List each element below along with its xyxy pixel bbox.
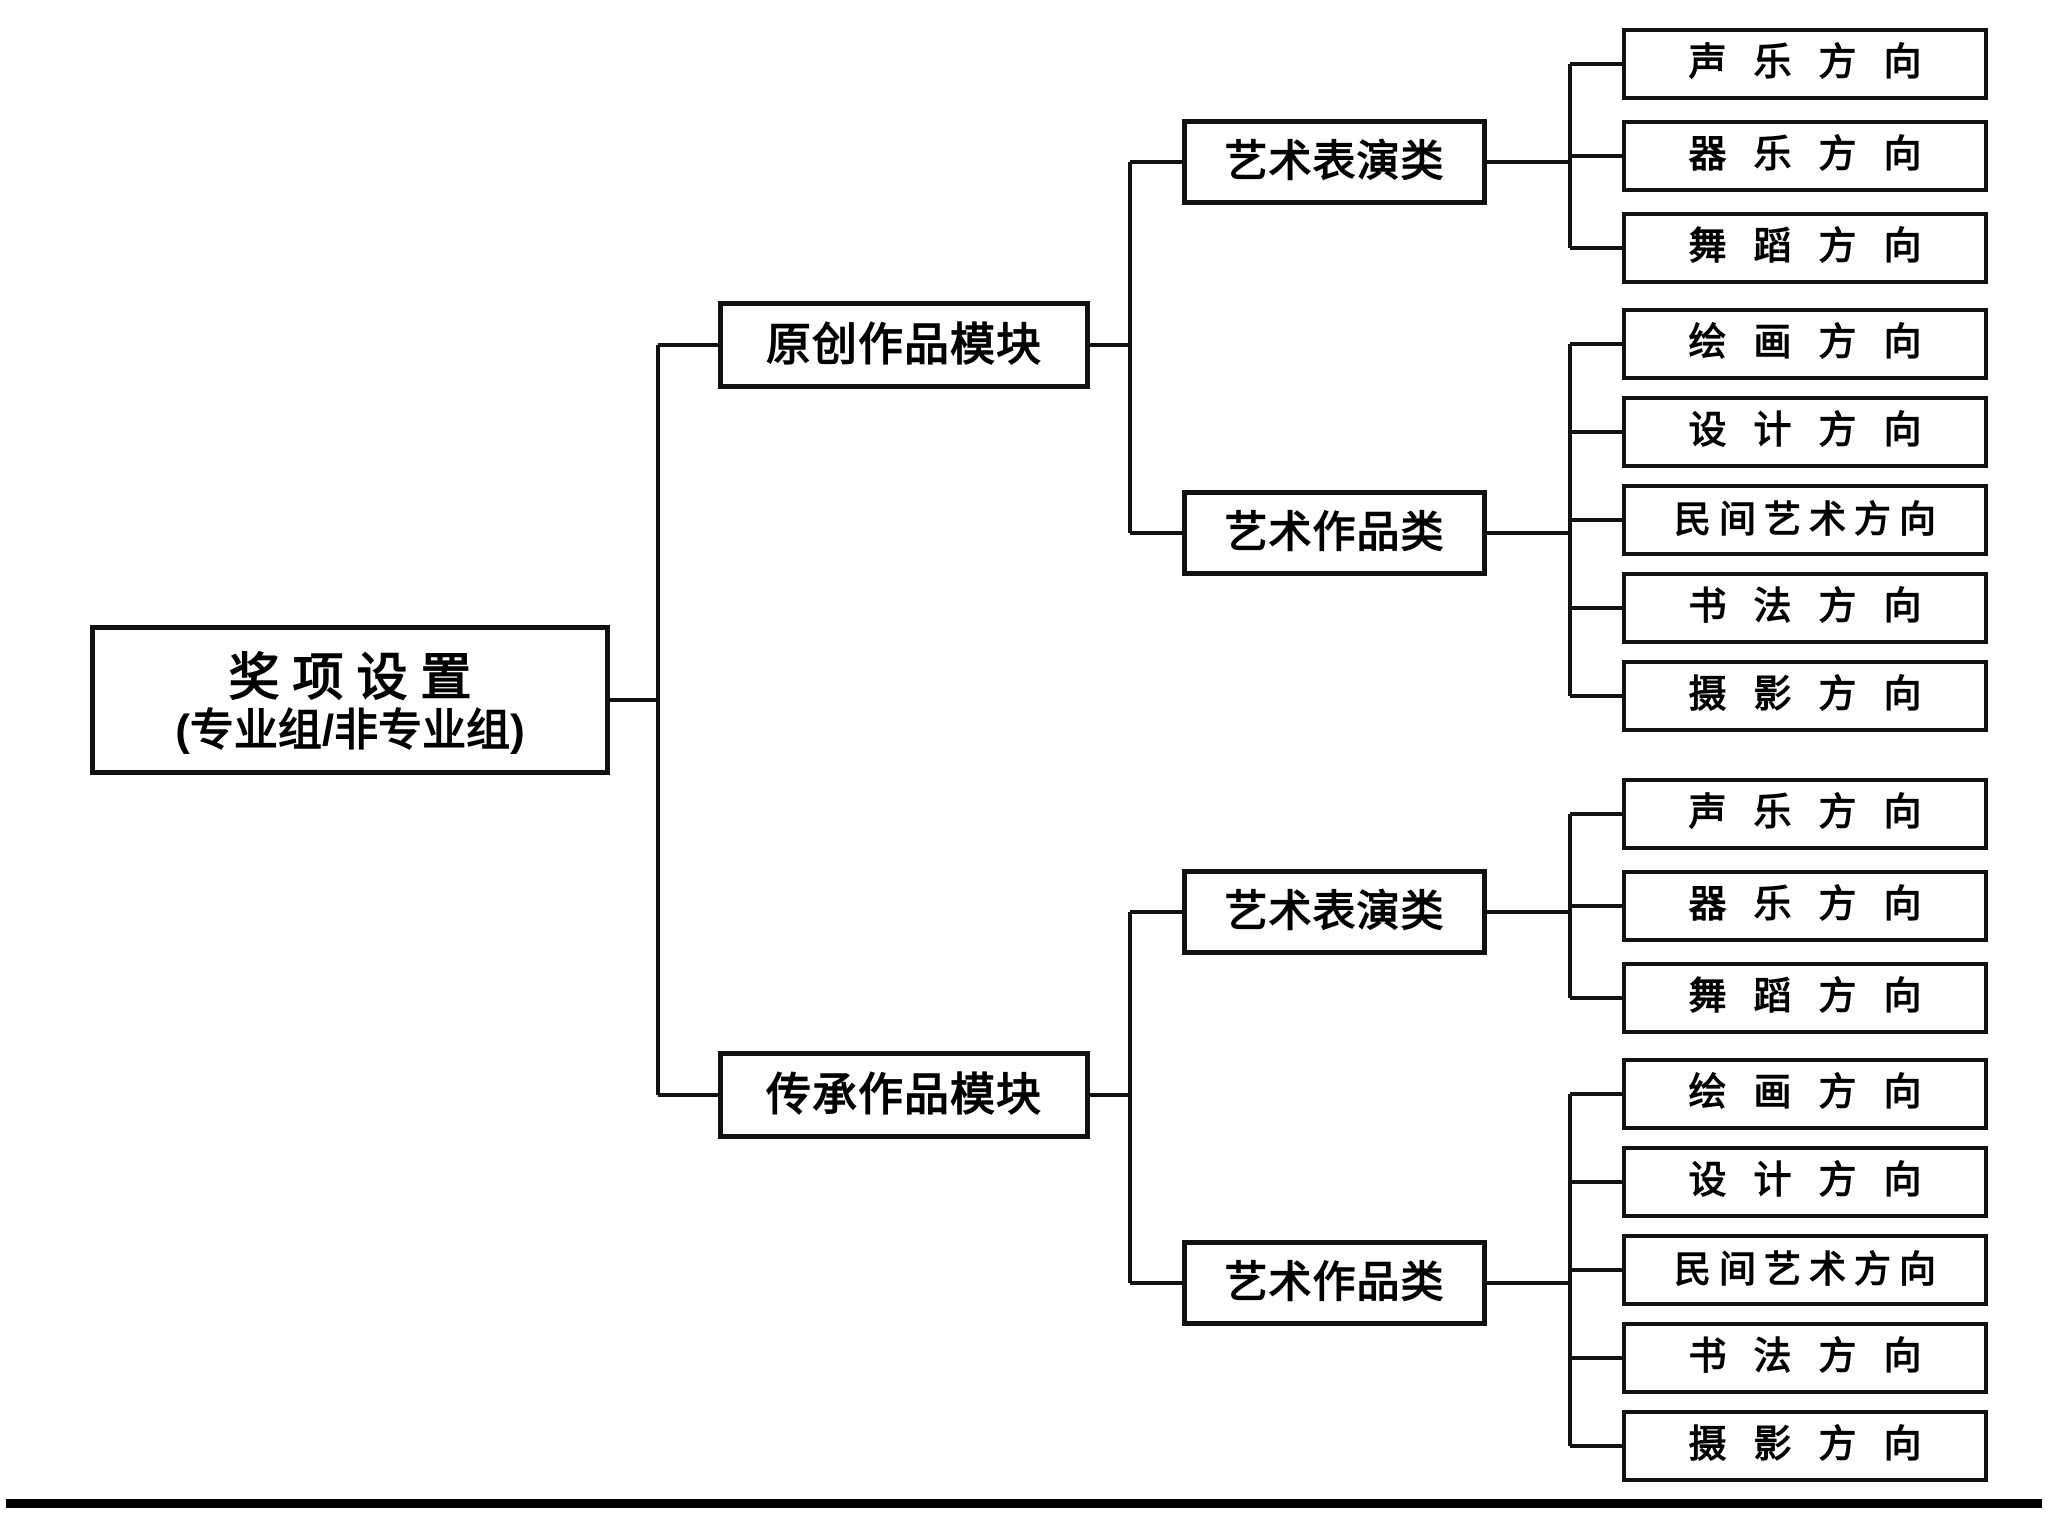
leaf-label: 书法方向 (1688, 1336, 1949, 1379)
leaf-node-vocal-heritage[interactable]: 声乐方向 (1622, 778, 1988, 850)
leaf-label: 民间艺术方向 (1674, 499, 1944, 541)
module-node-original-works[interactable]: 原创作品模块 (718, 301, 1090, 389)
leaf-label: 舞蹈方向 (1688, 226, 1949, 269)
root-title-line2: (专业组/非专业组) (175, 705, 525, 755)
leaf-label: 舞蹈方向 (1688, 976, 1949, 1019)
leaf-label: 器乐方向 (1688, 884, 1949, 927)
category-label: 艺术作品类 (1224, 508, 1445, 557)
bottom-divider-rule (6, 1499, 2042, 1508)
leaf-node-vocal-original[interactable]: 声乐方向 (1622, 28, 1988, 100)
category-label: 艺术表演类 (1224, 887, 1445, 936)
category-label: 艺术作品类 (1224, 1258, 1445, 1307)
leaf-label: 设计方向 (1688, 410, 1949, 453)
leaf-label: 设计方向 (1688, 1160, 1949, 1203)
leaf-node-calligraphy-heritage[interactable]: 书法方向 (1622, 1322, 1988, 1394)
leaf-label: 摄影方向 (1688, 674, 1949, 717)
leaf-label: 书法方向 (1688, 586, 1949, 629)
category-node-performance-heritage[interactable]: 艺术表演类 (1182, 869, 1487, 955)
leaf-label: 民间艺术方向 (1674, 1249, 1944, 1291)
module-label: 传承作品模块 (765, 1068, 1042, 1120)
module-label: 原创作品模块 (765, 318, 1042, 370)
leaf-node-instrumental-heritage[interactable]: 器乐方向 (1622, 870, 1988, 942)
leaf-node-painting-heritage[interactable]: 绘画方向 (1622, 1058, 1988, 1130)
module-node-heritage-works[interactable]: 传承作品模块 (718, 1051, 1090, 1139)
leaf-node-instrumental-original[interactable]: 器乐方向 (1622, 120, 1988, 192)
leaf-node-photography-original[interactable]: 摄影方向 (1622, 660, 1988, 732)
root-title-line1: 奖项设置 (228, 648, 485, 706)
leaf-node-painting-original[interactable]: 绘画方向 (1622, 308, 1988, 380)
leaf-label: 绘画方向 (1688, 322, 1949, 365)
category-label: 艺术表演类 (1224, 137, 1445, 186)
leaf-node-calligraphy-original[interactable]: 书法方向 (1622, 572, 1988, 644)
leaf-node-folk-art-original[interactable]: 民间艺术方向 (1622, 484, 1988, 556)
leaf-node-dance-heritage[interactable]: 舞蹈方向 (1622, 962, 1988, 1034)
leaf-label: 摄影方向 (1688, 1424, 1949, 1467)
category-node-artwork-heritage[interactable]: 艺术作品类 (1182, 1240, 1487, 1326)
category-node-artwork-original[interactable]: 艺术作品类 (1182, 490, 1487, 576)
root-node-award-setup[interactable]: 奖项设置 (专业组/非专业组) (90, 625, 610, 775)
leaf-label: 器乐方向 (1688, 134, 1949, 177)
leaf-label: 声乐方向 (1688, 42, 1949, 85)
leaf-label: 声乐方向 (1688, 792, 1949, 835)
leaf-node-photography-heritage[interactable]: 摄影方向 (1622, 1410, 1988, 1482)
leaf-node-design-original[interactable]: 设计方向 (1622, 396, 1988, 468)
leaf-node-design-heritage[interactable]: 设计方向 (1622, 1146, 1988, 1218)
leaf-label: 绘画方向 (1688, 1072, 1949, 1115)
category-node-performance-original[interactable]: 艺术表演类 (1182, 119, 1487, 205)
leaf-node-dance-original[interactable]: 舞蹈方向 (1622, 212, 1988, 284)
leaf-node-folk-art-heritage[interactable]: 民间艺术方向 (1622, 1234, 1988, 1306)
